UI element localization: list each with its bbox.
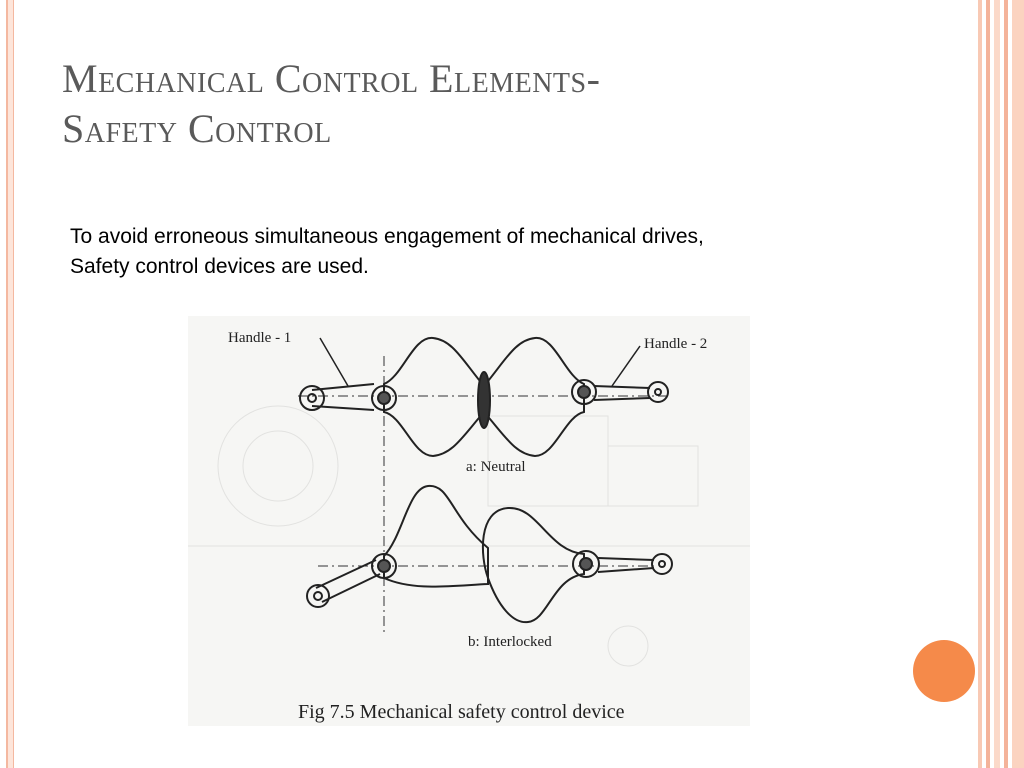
interlocked-handles [306, 484, 673, 624]
slide-title: Mechanical Control Elements- Safety Cont… [62, 54, 822, 154]
neutral-label: a: Neutral [466, 459, 526, 475]
body-line-1: To avoid erroneous simultaneous engageme… [70, 225, 704, 248]
neutral-handles [299, 336, 669, 458]
body-line-2: Safety control devices are used. [70, 255, 369, 278]
handle-1-label: Handle - 1 [228, 330, 291, 346]
safety-control-figure: Handle - 1 Handle - 2 a: Neutral b: Inte… [188, 316, 750, 726]
title-line-2: Safety Control [62, 106, 332, 151]
slide-body-text: To avoid erroneous simultaneous engageme… [70, 222, 870, 282]
mechanism-diagram: Handle - 1 Handle - 2 a: Neutral b: Inte… [188, 330, 750, 723]
figure-caption: Fig 7.5 Mechanical safety control device [298, 701, 625, 723]
handle-2-label: Handle - 2 [644, 336, 707, 352]
interlocked-label: b: Interlocked [468, 634, 552, 650]
right-decorative-stripes [978, 0, 1024, 768]
decorative-orange-circle [913, 640, 975, 702]
left-decorative-border [6, 0, 14, 768]
title-line-1: Mechanical Control Elements- [62, 56, 601, 101]
